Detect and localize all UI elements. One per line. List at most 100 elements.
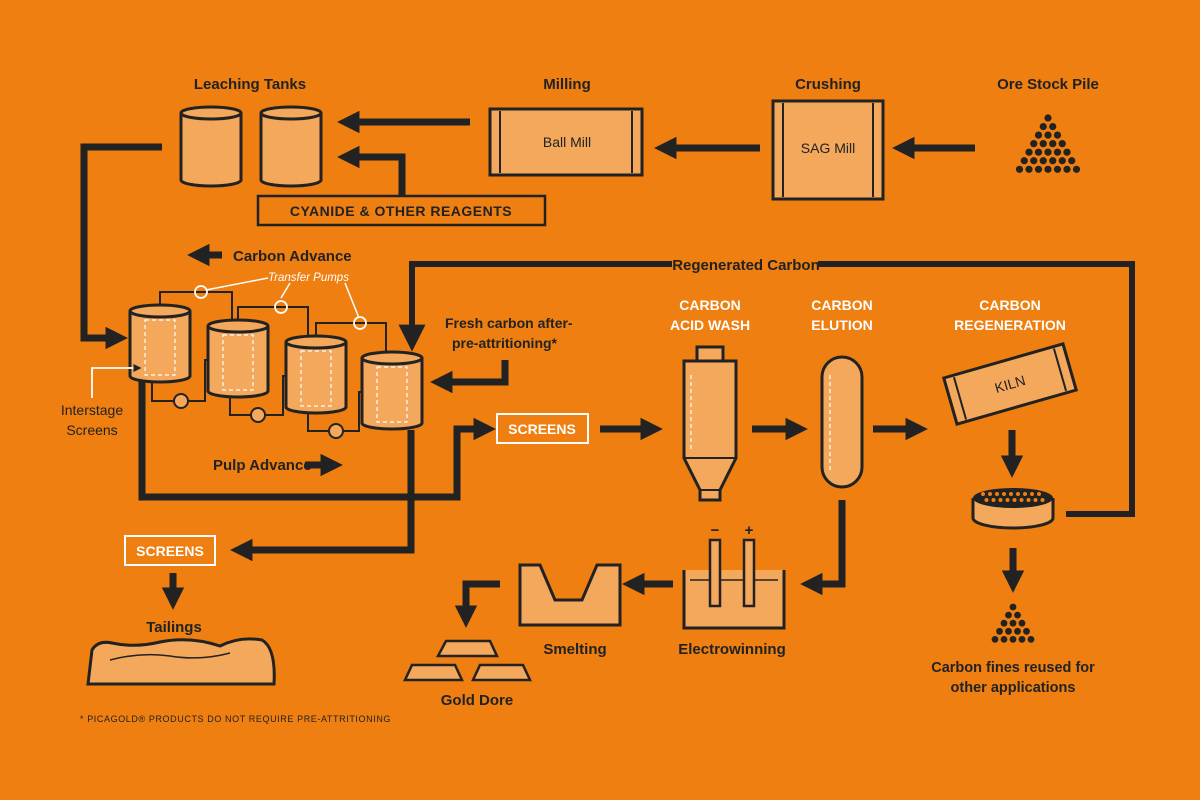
screens-box-carbon: SCREENS — [496, 413, 589, 444]
sieve-hole — [984, 498, 989, 502]
transfer-pump-leaders — [205, 277, 360, 319]
sieve-hole — [1030, 492, 1034, 496]
ore-stock-pile-label: Ore Stock Pile — [997, 76, 1099, 93]
carbon-fines-label-1: Carbon fines reused for — [931, 660, 1095, 676]
regenerated-carbon-line — [398, 261, 672, 352]
ore-dot — [1058, 157, 1066, 165]
ore-dot — [1034, 148, 1043, 156]
arrow-smelting-to-dore — [454, 580, 500, 628]
ore-dot — [1034, 165, 1043, 173]
sieve-hole — [1005, 498, 1010, 502]
bottom-pump-loops — [151, 359, 362, 439]
ore-dot — [1044, 131, 1052, 139]
cyanide-reagents-box: CYANIDE & OTHER REAGENTS — [256, 194, 547, 227]
elution-column — [820, 355, 864, 489]
tailings-surface — [109, 652, 231, 661]
fines-dot — [1005, 611, 1012, 619]
sieve-hole — [1019, 498, 1024, 502]
ore-dot — [1015, 165, 1024, 173]
ore-dot — [1049, 140, 1057, 148]
carbon-advance-label: Carbon Advance — [233, 248, 352, 265]
fines-dot — [1018, 636, 1026, 643]
regen-label-1: CARBON — [979, 297, 1040, 313]
fines-dot — [1009, 619, 1017, 627]
acid-wash-label-1: CARBON — [679, 297, 740, 313]
ore-dot — [1044, 165, 1052, 173]
leaching-tank-1 — [179, 105, 243, 188]
screens-box-tailings: SCREENS — [124, 535, 216, 566]
fines-dot — [991, 636, 999, 643]
fresh-carbon-label-2: pre-attritioning* — [452, 335, 558, 351]
ore-dot — [1044, 148, 1052, 156]
arrow-reagents-to-leach — [337, 145, 406, 195]
sieve-hole — [1012, 498, 1017, 502]
arrow-leach-to-cil — [80, 143, 162, 350]
fines-dot — [1009, 603, 1017, 611]
cil-tank-1 — [128, 303, 192, 384]
sieve-hole — [1026, 498, 1031, 502]
ore-dot — [1053, 148, 1062, 156]
screens-low-label: SCREENS — [136, 543, 204, 559]
arrow-cil-to-screens — [138, 380, 496, 501]
sieve-hole — [995, 492, 999, 496]
electrowinning-label: Electrowinning — [678, 641, 786, 658]
sieve-hole — [1037, 492, 1041, 496]
ore-stock-pile-icon — [1015, 114, 1081, 173]
transfer-pumps-label: Transfer Pumps — [268, 272, 349, 284]
sieve-hole — [981, 492, 985, 496]
sieve-hole — [1016, 492, 1020, 496]
sieve-hole — [1033, 498, 1038, 502]
fines-dot — [1018, 619, 1026, 627]
carbon-fines-pile-icon — [991, 603, 1035, 643]
ore-dot — [1039, 157, 1047, 165]
cyanide-label: CYANIDE & OTHER REAGENTS — [290, 203, 512, 219]
ball-mill: Ball Mill — [488, 107, 644, 177]
electrowinning-cell: − + — [682, 522, 786, 630]
ore-dot — [1049, 122, 1057, 131]
interstage-label-2: Screens — [66, 422, 117, 438]
ore-dot — [1020, 157, 1028, 165]
anode-plus: + — [745, 522, 754, 539]
ball-mill-label: Ball Mill — [543, 134, 591, 150]
transfer-pump-icons — [194, 285, 367, 330]
ore-dot — [1044, 114, 1052, 122]
cil-tank-4 — [360, 350, 424, 431]
screens-mid-label: SCREENS — [508, 421, 576, 437]
fines-dot — [1000, 619, 1008, 627]
regenerated-carbon-label: Regenerated Carbon — [672, 257, 820, 274]
fines-dot — [1027, 636, 1035, 643]
kiln: KILN — [941, 341, 1079, 427]
fresh-carbon-label-1: Fresh carbon after- — [445, 315, 573, 331]
gold-dore-bars-icon — [403, 639, 532, 682]
ore-dot — [1053, 131, 1062, 139]
ore-dot — [1072, 165, 1081, 173]
fines-dot — [1005, 627, 1012, 635]
sieve-hole — [991, 498, 996, 502]
leaching-tank-2 — [259, 105, 323, 188]
fines-dot — [1014, 627, 1021, 635]
elution-label-1: CARBON — [811, 297, 872, 313]
cil-tank-2 — [206, 318, 270, 399]
carbon-fines-label-2: other applications — [951, 680, 1076, 696]
pulp-advance-label: Pulp Advance — [213, 457, 312, 474]
regenerated-carbon-return — [818, 261, 1135, 517]
tailings-pile-icon — [86, 637, 276, 686]
fines-dot — [1023, 627, 1030, 635]
ore-dot — [1063, 165, 1071, 173]
crushing-label: Crushing — [795, 76, 861, 93]
interstage-leader — [91, 363, 142, 398]
ore-dot — [1049, 157, 1057, 165]
sieve-hole — [1009, 492, 1013, 496]
fines-dot — [1009, 636, 1017, 643]
leaching-tanks-label: Leaching Tanks — [194, 76, 306, 93]
sieve-hole — [1023, 492, 1027, 496]
cathode-minus: − — [711, 522, 720, 539]
smelting-label: Smelting — [543, 641, 606, 658]
ore-dot — [1034, 131, 1043, 139]
fines-dot — [1014, 611, 1021, 619]
fines-dot — [996, 627, 1003, 635]
footnote: * PICAGOLD® PRODUCTS DO NOT REQUIRE PRE-… — [80, 714, 391, 724]
acid-wash-column — [682, 345, 738, 502]
sieve-hole — [998, 498, 1003, 502]
